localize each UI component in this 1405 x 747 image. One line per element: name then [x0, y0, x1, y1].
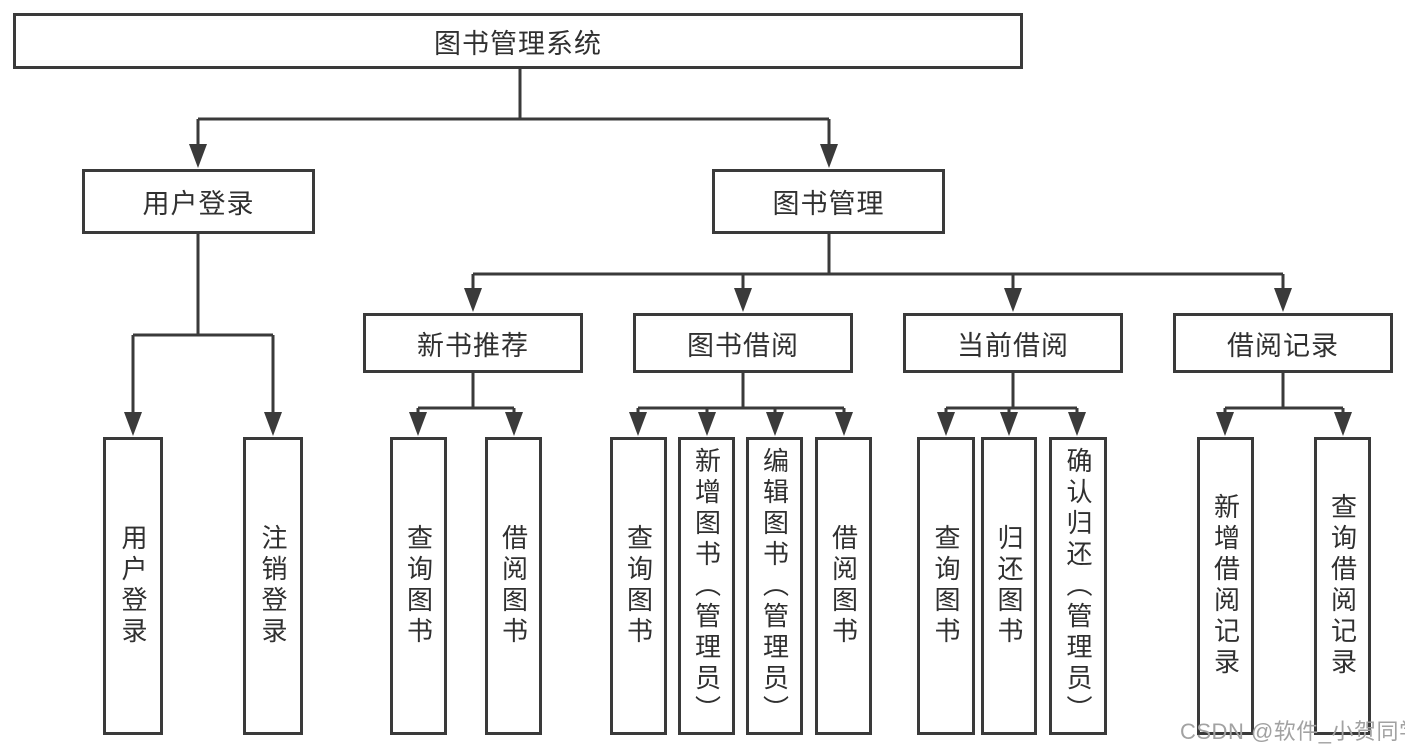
leaf-query-books: 查询图书 [917, 437, 975, 735]
leaf-label: 借阅图书 [498, 524, 529, 648]
leaf-label: 查询图书 [931, 524, 961, 648]
leaf-label: 注销登录 [258, 524, 288, 648]
leaf-label: 新增借阅记录 [1210, 493, 1241, 679]
arrowheads [124, 144, 1352, 436]
leaf-label: 编辑图书（管理员） [759, 446, 790, 726]
leaf-logout-login: 注销登录 [243, 437, 303, 735]
leaf-label: 查询图书 [403, 524, 434, 648]
leaf-user-login: 用户登录 [103, 437, 163, 735]
leaf-label: 用户登录 [118, 524, 148, 648]
node-label: 新书推荐 [417, 330, 529, 361]
leaf-label: 查询借阅记录 [1327, 493, 1358, 679]
node-book-management: 图书管理 [712, 169, 945, 234]
leaf-add-books-admin: 新增图书（管理员） [678, 437, 735, 735]
node-user-login: 用户登录 [82, 169, 315, 234]
leaf-query-borrow-record: 查询借阅记录 [1314, 437, 1371, 735]
node-book-borrow: 图书借阅 [633, 313, 853, 373]
node-label: 图书管理系统 [434, 28, 602, 59]
leaf-borrow-books: 借阅图书 [815, 437, 872, 735]
leaf-label: 归还图书 [994, 524, 1024, 648]
node-label: 借阅记录 [1227, 330, 1339, 361]
node-new-book-recommend: 新书推荐 [363, 313, 583, 373]
node-label: 用户登录 [142, 189, 255, 219]
node-current-borrow: 当前借阅 [903, 313, 1123, 373]
leaf-borrow-books: 借阅图书 [485, 437, 542, 735]
leaf-query-books: 查询图书 [610, 437, 667, 735]
node-label: 图书借阅 [687, 330, 799, 361]
leaf-label: 确认归还（管理员） [1063, 446, 1093, 726]
leaf-label: 查询图书 [623, 524, 654, 648]
leaf-label: 借阅图书 [828, 524, 859, 648]
node-label: 图书管理 [772, 189, 885, 219]
node-library-management-system: 图书管理系统 [13, 13, 1023, 69]
leaf-return-books: 归还图书 [981, 437, 1037, 735]
leaf-query-books: 查询图书 [390, 437, 447, 735]
csdn-watermark: CSDN @软件_小贺同学 [1180, 719, 1405, 744]
leaf-add-borrow-record: 新增借阅记录 [1197, 437, 1254, 735]
node-label: 当前借阅 [957, 330, 1069, 361]
node-borrow-record: 借阅记录 [1173, 313, 1393, 373]
leaf-confirm-return-admin: 确认归还（管理员） [1049, 437, 1107, 735]
leaf-label: 新增图书（管理员） [691, 446, 722, 726]
leaf-edit-books-admin: 编辑图书（管理员） [746, 437, 803, 735]
